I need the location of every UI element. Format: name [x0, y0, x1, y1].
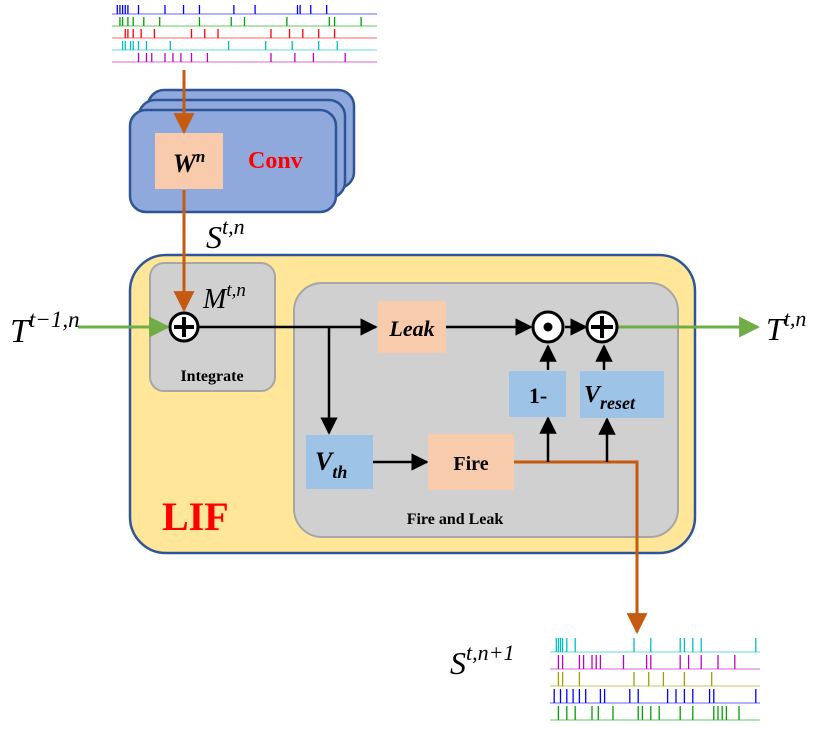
vth-label: Vth	[315, 447, 347, 482]
one-minus-label: 1-	[529, 383, 547, 408]
fire-box	[428, 434, 514, 490]
membrane-label: Mt,n	[202, 280, 246, 315]
fire-output-arrow	[513, 460, 648, 635]
vreset-box	[580, 371, 664, 418]
fire-and-leak-label: Fire and Leak	[407, 511, 504, 528]
leak-box	[378, 301, 446, 353]
vth-box	[306, 435, 373, 489]
integrate-label: Integrate	[180, 368, 243, 385]
fire-label: Fire	[453, 453, 488, 475]
conv-label: Conv	[248, 148, 303, 174]
leak-label: Leak	[388, 316, 434, 341]
conv-stack: Wn Conv	[128, 88, 356, 214]
temporal-output-label: Tt,n	[766, 306, 806, 347]
output-spike-trains	[550, 638, 760, 721]
reset-adder	[585, 310, 619, 344]
spike-output-label: St,n+1	[450, 640, 514, 681]
multiply-operator	[531, 310, 565, 344]
conv-weight-label: Wn	[173, 147, 206, 178]
spike-input-label: St,n	[206, 214, 245, 255]
lif-label: LIF	[162, 494, 229, 539]
conv-weight-box	[155, 133, 223, 189]
vreset-label: Vreset	[584, 382, 636, 413]
one-minus-box	[509, 371, 566, 417]
temporal-input-label: Tt−1,n	[10, 307, 80, 350]
integrate-adder	[168, 311, 200, 343]
input-spike-trains	[112, 5, 377, 63]
